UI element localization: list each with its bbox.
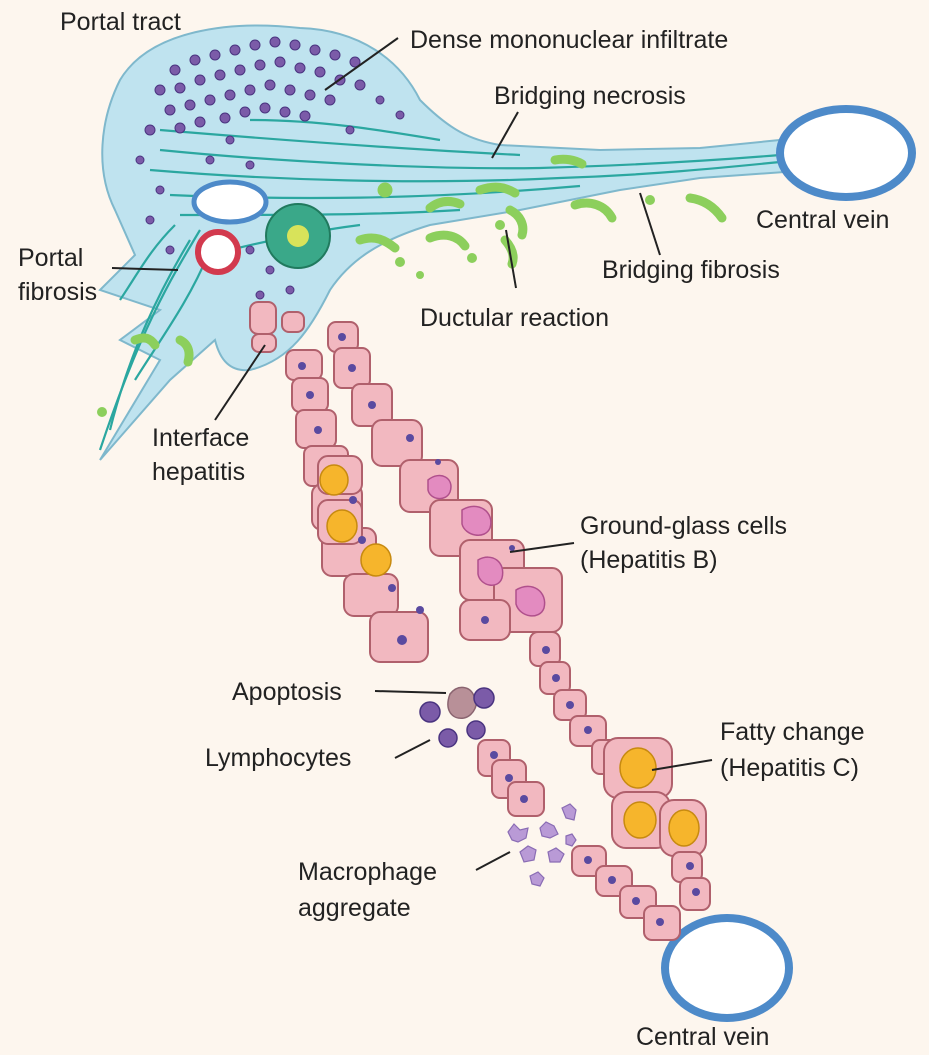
label-fatty-2: (Hepatitis C) [720, 754, 859, 782]
label-lymphocytes: Lymphocytes [205, 744, 351, 772]
label-portal-fibrosis-2: fibrosis [18, 278, 97, 306]
label-interface-1: Interface [152, 424, 249, 452]
label-bridging-necrosis: Bridging necrosis [494, 82, 686, 110]
hepatic-artery [198, 232, 238, 272]
label-ground-glass-1: Ground-glass cells [580, 512, 787, 540]
label-dense-infiltrate: Dense mononuclear infiltrate [410, 26, 728, 54]
label-fatty-1: Fatty change [720, 718, 865, 746]
label-apoptosis: Apoptosis [232, 678, 342, 706]
label-central-vein-top: Central vein [756, 206, 889, 234]
label-macrophage-2: aggregate [298, 894, 411, 922]
label-bridging-fibrosis: Bridging fibrosis [602, 256, 780, 284]
bile-duct [266, 204, 330, 268]
label-central-vein-bottom: Central vein [636, 1023, 769, 1051]
portal-vein [194, 182, 266, 222]
label-macrophage-1: Macrophage [298, 858, 437, 886]
apoptotic-body [448, 687, 476, 718]
label-portal-tract: Portal tract [60, 8, 181, 36]
label-ground-glass-2: (Hepatitis B) [580, 546, 718, 574]
label-portal-fibrosis-1: Portal [18, 244, 83, 272]
label-ductular-reaction: Ductular reaction [420, 304, 609, 332]
central-vein-bottom [665, 918, 789, 1018]
label-interface-2: hepatitis [152, 458, 245, 486]
central-vein-top [780, 109, 912, 197]
